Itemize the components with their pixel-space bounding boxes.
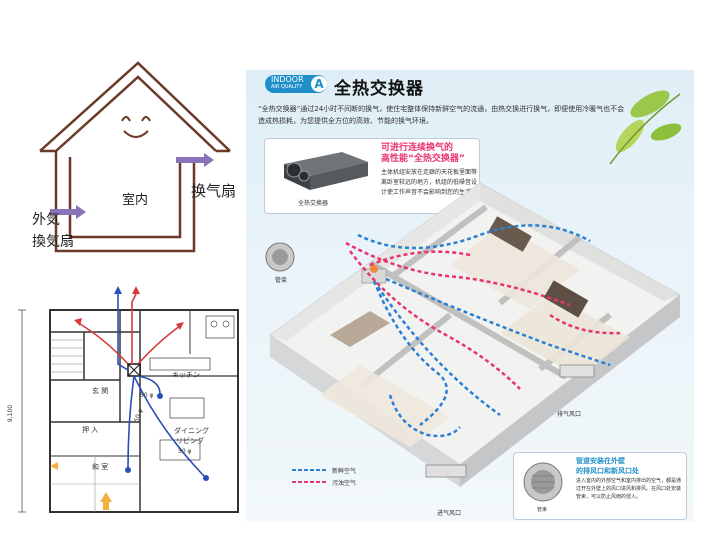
info-box	[264, 138, 480, 214]
badge-line-2: AIR QUALITY	[271, 84, 303, 90]
label-pipe-corner: 管束	[537, 507, 548, 513]
floor-plan-washitsu: 和 室	[92, 463, 109, 471]
badge-line-1: INDOOR	[271, 75, 304, 84]
badge-letter: A	[311, 76, 327, 92]
unit-indicator-icon	[370, 265, 378, 273]
duct-label-3: 50 φ	[178, 448, 192, 455]
house-fan-label-left: 換気扇	[32, 234, 74, 250]
house-outside-label: 外気	[32, 212, 60, 228]
label-intake-vent: 进气风口	[437, 510, 462, 517]
legend-fresh-air: 新鲜空气	[332, 468, 357, 475]
box-title-line-1: 可进行连续换气的	[381, 143, 454, 153]
floor-plan-dining: ダイニング	[174, 427, 209, 435]
leaves-decoration-icon	[609, 90, 682, 165]
box-title: 可进行连续换气的 高性能“全热交换器”	[381, 143, 465, 165]
legend-lines	[292, 469, 326, 483]
duct-label-1: 50 φ	[140, 392, 154, 399]
house-cutaway-illustration	[265, 182, 681, 487]
floor-plan-closet: 押 入	[82, 426, 99, 434]
house-diagram	[39, 61, 231, 253]
house-room-label: 室内	[122, 193, 149, 208]
house-fan-label-right: 换气扇	[191, 182, 237, 200]
exhaust-fan-arrow-icon	[176, 153, 214, 167]
label-exhaust-vent: 排气风口	[557, 411, 582, 418]
floor-plan-dimension: 9,100	[7, 404, 15, 423]
smiley-face-icon	[121, 116, 151, 138]
inlet-fan-arrow-icon	[50, 205, 86, 219]
corner-title-line-1: 管道安装在外壁	[576, 457, 625, 465]
intro-text: “全热交换器”通过24小时不间断的换气，使住宅整体保持新鲜空气的流通，由热交换进…	[258, 105, 625, 125]
floor-plan-genkan: 玄 関	[92, 387, 109, 395]
unit-caption: 全热交换器	[298, 200, 329, 207]
floor-plan-living: リビング	[176, 437, 204, 445]
legend-dirty-air: 污浊空气	[332, 480, 357, 487]
heat-exchanger-unit-image	[284, 152, 368, 190]
box-title-line-2: 高性能“全热交换器”	[381, 154, 465, 164]
floor-plan-kitchen: キッチン	[172, 371, 200, 379]
label-pipe-top: 管束	[275, 277, 288, 284]
page-title: 全热交换器	[334, 79, 424, 99]
corner-title: 管道安装在外壁 的排风口和新风口处	[576, 456, 639, 476]
corner-title-line-2: 的排风口和新风口处	[576, 467, 639, 475]
wall-hood-icon	[523, 462, 563, 502]
corner-body: 进入室内的外部空气和室内排出的空气，都是通过开在外壁上的风口进风和排风。在风口处…	[576, 478, 682, 500]
floor-plan	[18, 286, 239, 513]
box-body: 主体机组安放在走廊的天花板里面等离卧室较远的地方，机组的低噪音设计使工作声音不会…	[381, 169, 478, 196]
